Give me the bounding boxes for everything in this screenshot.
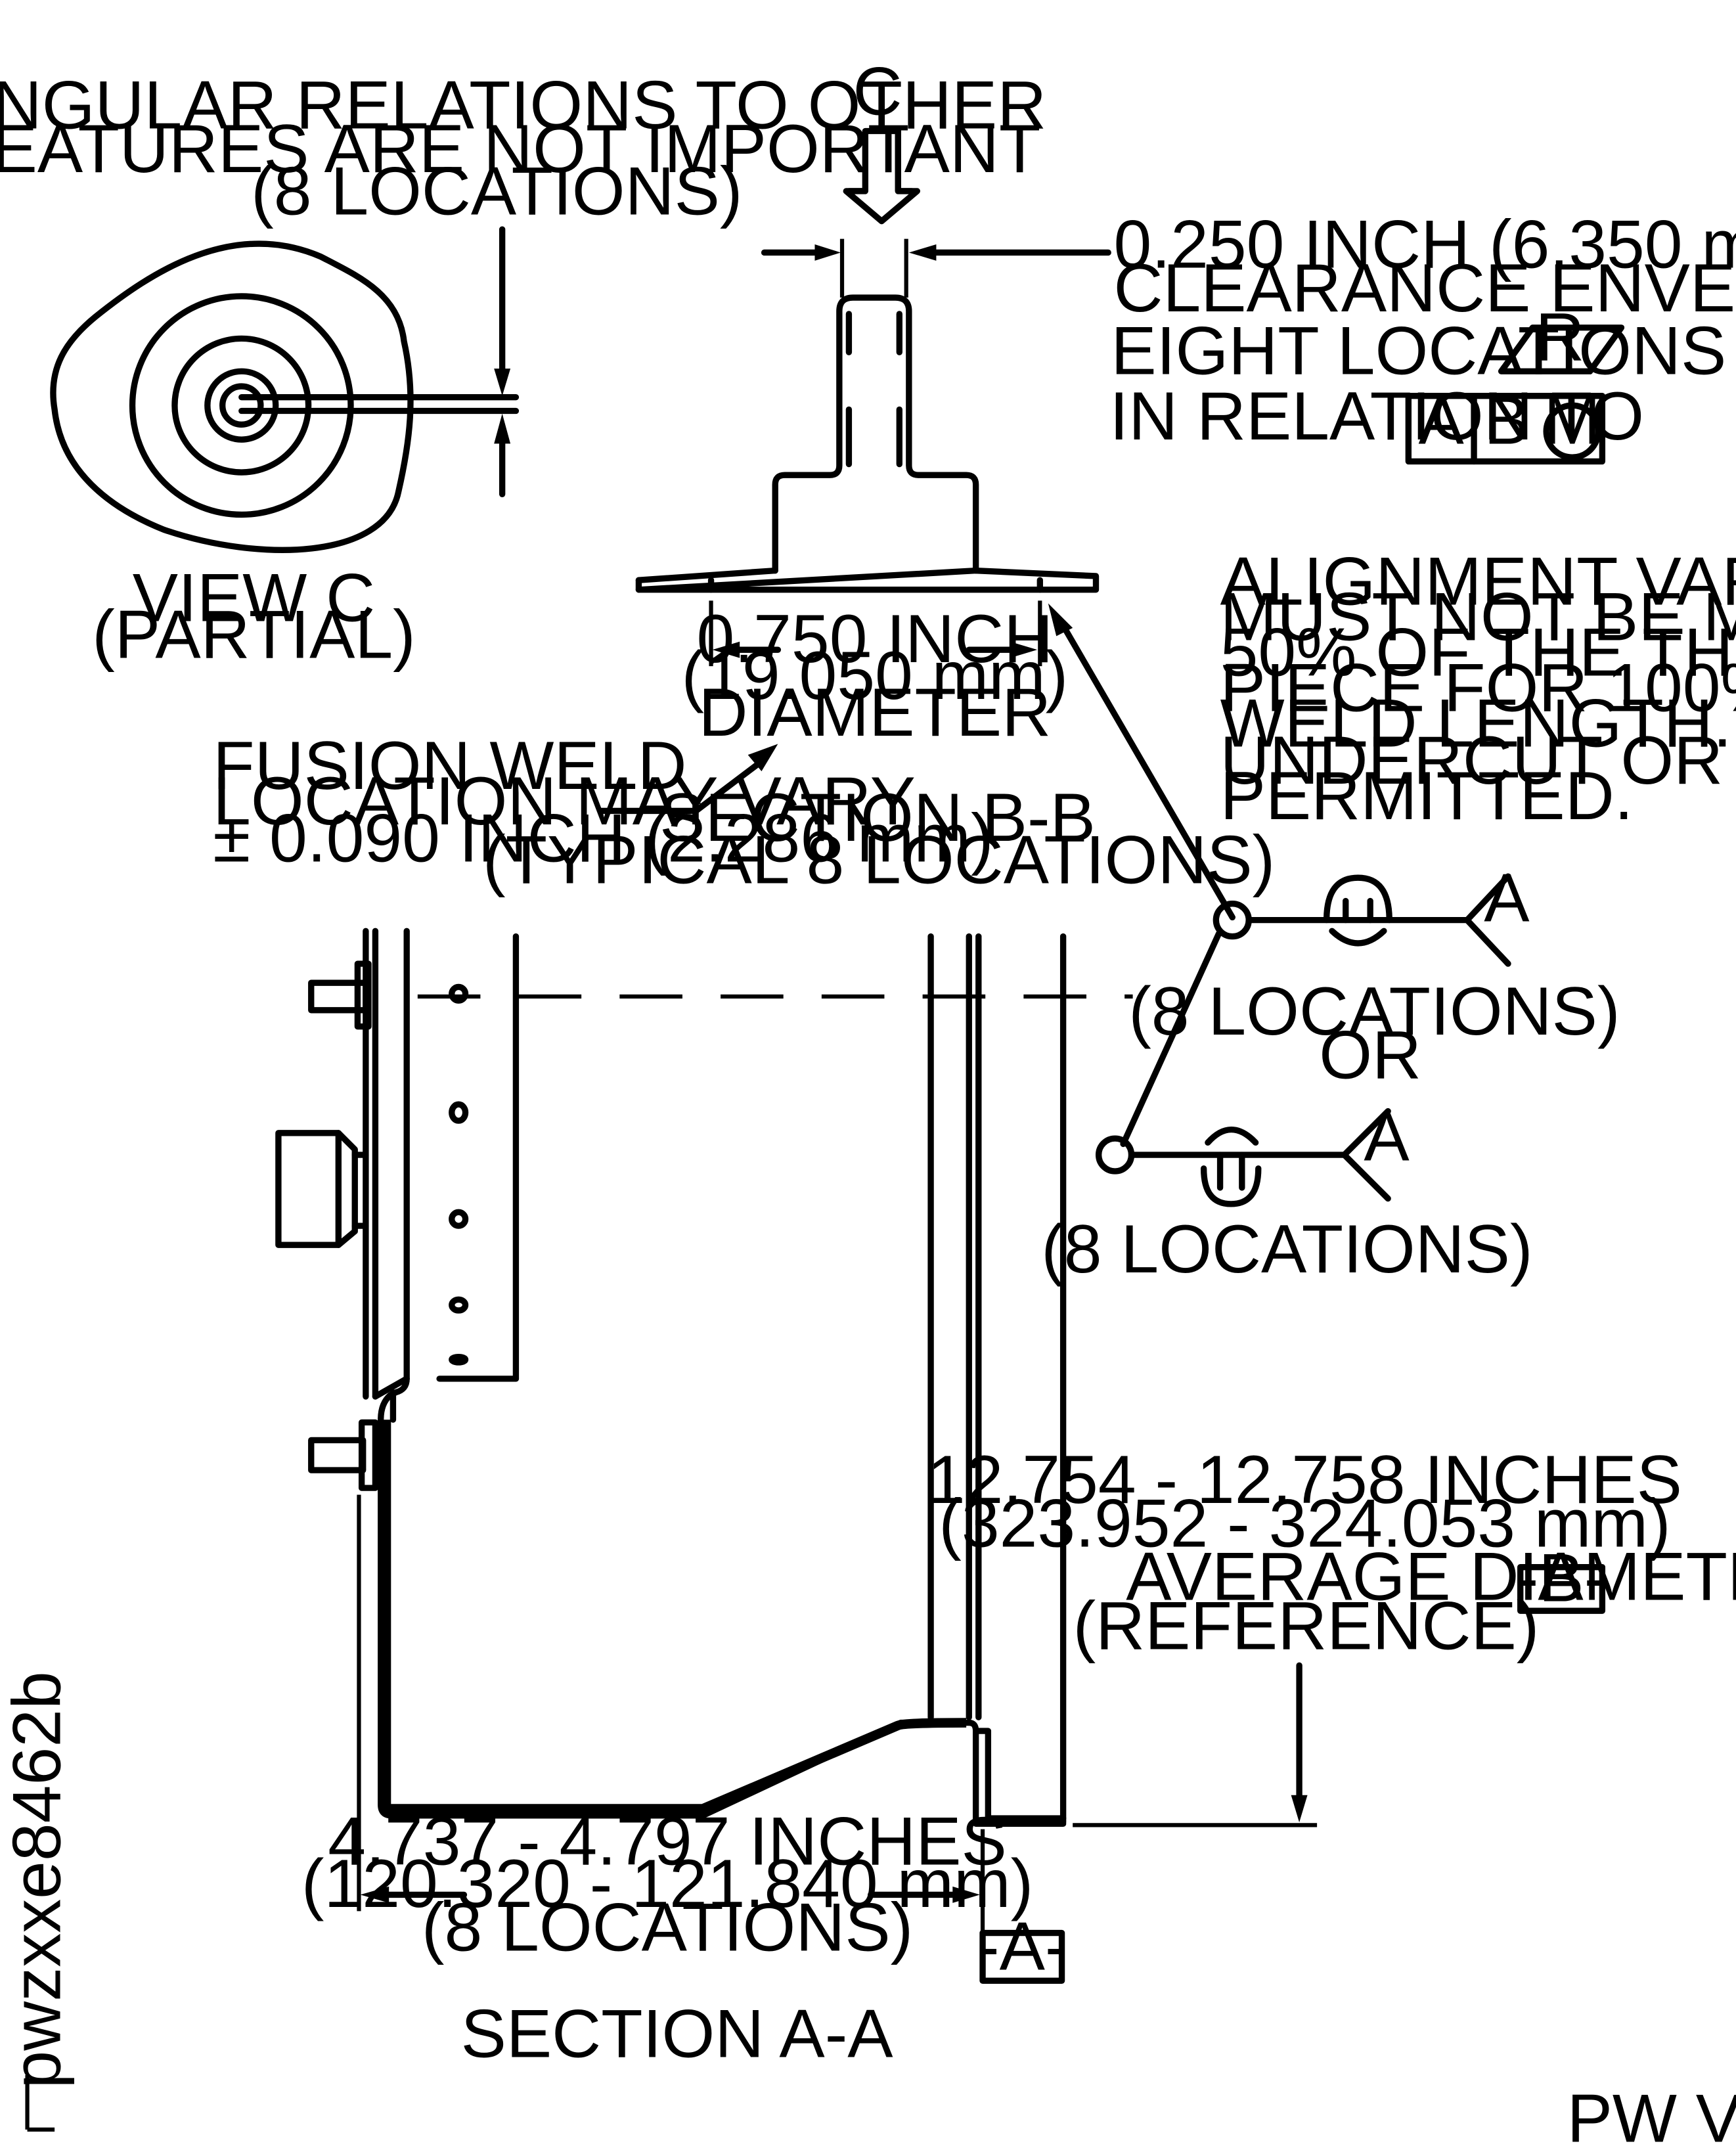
weld-1-locations: (8 LOCATIONS): [1128, 974, 1620, 1050]
avg-diameter-line-1: 12.754 - 12.758 INCHES: [927, 1442, 1682, 1518]
alignment-note-line-2: MUST NOT BE MORE THAN: [1220, 579, 1736, 656]
alignment-note-line-1: ALIGNMENT VARIATION: [1220, 544, 1736, 620]
clearance-line-2: CLEARANCE ENVELOPE: [1114, 250, 1736, 326]
datum-b-frame: [1517, 1563, 1606, 1614]
or-label: OR: [1319, 1018, 1421, 1094]
eight-locations-at: EIGHT LOCATIONS AT: [1111, 313, 1736, 389]
view-c-outline: [50, 240, 414, 553]
reference-label: (REFERENCE): [1073, 1588, 1540, 1664]
length-line-3: (8 LOCATIONS): [422, 1890, 913, 1966]
view-c-partial: [50, 226, 520, 553]
in-relation-to: IN RELATION TO: [1109, 378, 1644, 455]
view-c-ring-middle: [171, 335, 312, 476]
weld-tail-2-label: A: [1364, 1099, 1410, 1175]
diameter-line-2: (19.050 mm): [682, 638, 1069, 714]
clearance-line-1: 0.250 INCH (6.350 mm): [1114, 206, 1736, 282]
section-b-b-title: SECTION B-B: [659, 780, 1096, 856]
footer-code: PW V: [1567, 2081, 1736, 2150]
figure-id: pwzxxe8462b: [0, 1671, 75, 2088]
alignment-note-line-3: 50% OF THE THINNEST: [1220, 615, 1736, 691]
angular-note-line-1: ANGULAR RELATIONS TO OTHER: [0, 67, 1046, 143]
fusion-weld-line-3: ± 0.090 INCH (2.286 mm): [213, 800, 993, 876]
weld-symbol-1: [1213, 873, 1511, 967]
fcf-modifier-m: M: [1544, 382, 1601, 459]
weld-2-locations: (8 LOCATIONS): [1041, 1211, 1532, 1288]
section-a-a-profile: [275, 928, 1318, 1982]
angular-note-line-3: (8 LOCATIONS): [251, 153, 742, 229]
alignment-note-line-5: WELD LENGTH. NO: [1220, 686, 1736, 762]
section-b-b-profile: [635, 127, 1111, 667]
section-a-a-title: SECTION A-A: [461, 1996, 894, 2072]
angular-note-line-2: FEATURES ARE NOT IMPORTANT: [0, 111, 1040, 187]
view-c-hole: [219, 383, 264, 428]
diameter-line-3: DIAMETER: [699, 675, 1052, 751]
fusion-weld-line-1: FUSION WELD: [213, 728, 686, 804]
feature-control-frame: [1405, 325, 1625, 465]
position-symbol: R: [1535, 300, 1584, 376]
avg-diameter-line-2: (323.952 - 324.053 mm): [939, 1485, 1670, 1561]
weld-symbol-2: [1095, 1108, 1391, 1207]
avg-diameter-line-3: AVERAGE DIAMETER: [1126, 1539, 1736, 1615]
section-b-b-subtitle: (TYPICAL 8 LOCATIONS): [483, 822, 1275, 899]
weld-tail-1-label: A: [1484, 861, 1530, 937]
fusion-weld-line-2: LOCATION MAY VARY: [213, 763, 916, 840]
view-c-arrow-label: C: [853, 54, 902, 130]
alignment-note-line-7: PERMITTED.: [1220, 758, 1634, 834]
alignment-note-line-4: PIECE FOR 100% OF THE: [1220, 650, 1736, 727]
datum-a-flag: -A-: [977, 1909, 1067, 1985]
fcf-datum-b: B: [1484, 382, 1529, 459]
view-c-ring-outer: [129, 293, 354, 518]
datum-b-flag: -B-: [1516, 1540, 1607, 1617]
view-c-ring-inner: [204, 368, 279, 443]
diameter-line-1: 0.750 INCH: [697, 601, 1054, 677]
fcf-datum-a: A: [1419, 382, 1465, 459]
view-c-subtitle: (PARTIAL): [92, 597, 416, 673]
datum-a-frame: [979, 1929, 1065, 1984]
length-line-1: 4.737 - 4.797 INCHES: [328, 1804, 1006, 1880]
alignment-note-line-6: UNDERCUT OR UNDERFILL: [1220, 723, 1736, 799]
view-c-title: VIEW C: [133, 560, 375, 637]
length-line-2: (120.320 - 121.840 mm): [301, 1846, 1033, 1922]
